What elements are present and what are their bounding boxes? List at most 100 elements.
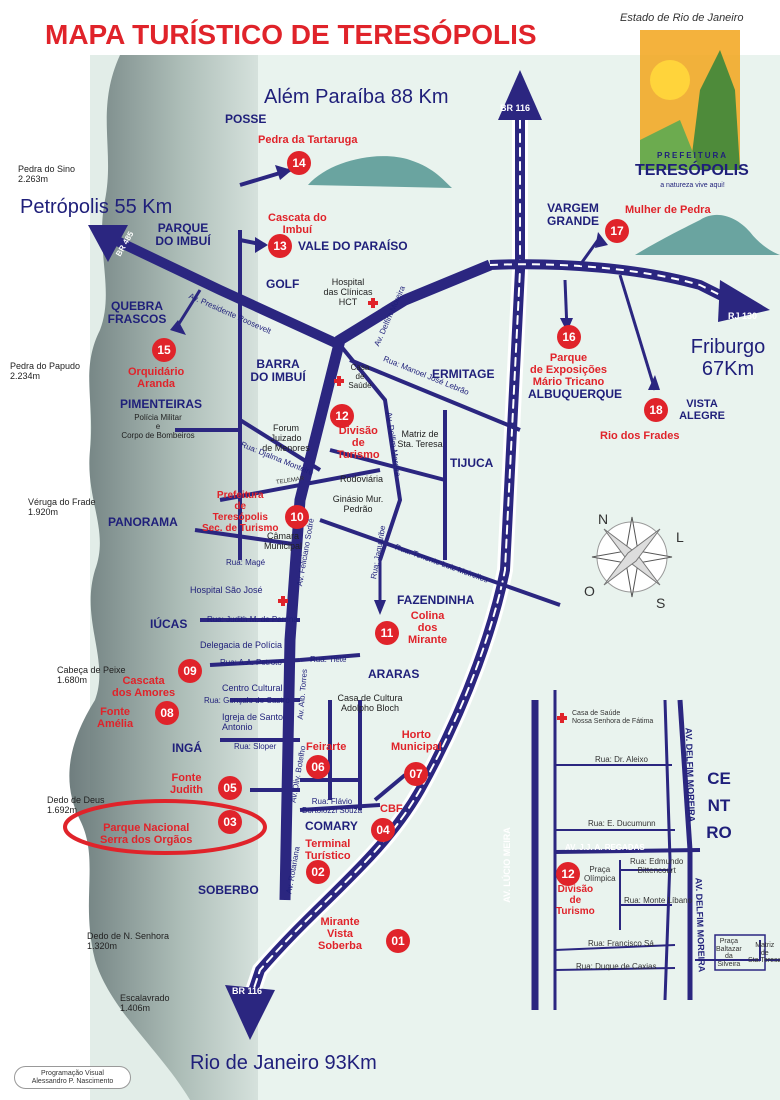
poi-label-06: Feirarte: [306, 741, 347, 753]
poi-marker-03[interactable]: 03: [218, 810, 242, 834]
poi-marker-16[interactable]: 16: [557, 325, 581, 349]
street-sloper: Rua: Sloper: [234, 742, 277, 751]
poi-marker-12[interactable]: 12: [330, 404, 354, 428]
place-hospital-sao-jose: Hospital São José: [190, 585, 263, 595]
street-aa-petroto: Rua: A.A. Petroto: [220, 658, 282, 667]
poi-marker-05[interactable]: 05: [218, 776, 242, 800]
inset-marker-12[interactable]: 12: [556, 862, 580, 886]
place-rodoviaria: Rodoviária: [340, 474, 384, 484]
bairro-ermitage: ERMITAGE: [432, 367, 495, 381]
street-judith-parrina: Rua: Judith M. de Parrina: [207, 615, 298, 624]
poi-marker-15[interactable]: 15: [152, 338, 176, 362]
br116-bottom-label: BR 116: [232, 986, 263, 996]
bairro-albuquerque: ALBUQUERQUE: [528, 387, 623, 401]
place-policia: Polícia Militar e Corpo de Bombeiros: [121, 413, 195, 440]
bairro-vista-alegre: VISTA ALEGRE: [679, 398, 725, 423]
poi-marker-11[interactable]: 11: [375, 621, 399, 645]
poi-label-03: Parque Nacional Serra dos Orgãos: [100, 822, 193, 847]
direction-north: Além Paraíba 88 Km: [264, 86, 449, 108]
place-matriz: Matriz de Sta. Teresa: [397, 429, 443, 449]
street-tiete: Rua: Tietê: [310, 655, 347, 664]
direction-east: Friburgo 67Km: [690, 336, 766, 380]
bairro-golf: GOLF: [266, 277, 300, 291]
inset-rua-francisco-sa: Rua: Francisco Sá: [588, 939, 654, 948]
poi-marker-04[interactable]: 04: [371, 818, 395, 842]
street-goncalo-castro: Rua: Gonçalo de Castro: [204, 696, 290, 705]
credits-badge: Programação Visual Alessandro P. Nascime…: [14, 1066, 131, 1090]
place-igreja: Igreja de Santo Antonio: [222, 712, 284, 732]
inset-rua-e-ducumunn: Rua: E. Ducumunn: [588, 819, 656, 828]
compass-s: S: [656, 595, 666, 611]
poi-label-12: Divisão de Turismo: [337, 425, 380, 462]
inset-casa-saude: Casa de Saúde Nossa Senhora de Fátima: [572, 710, 654, 725]
inset-praca-olimpica: Praça Olímpica: [584, 865, 616, 883]
place-casa-saude: Casa de Saúde: [348, 363, 372, 390]
poi-label-14: Pedra da Tartaruga: [258, 134, 358, 146]
poi-marker-13[interactable]: 13: [268, 234, 292, 258]
inset-av-lucio-meira: AV. LÚCIO MEIRA: [501, 827, 512, 903]
br116-arrow-top: [498, 70, 542, 120]
logo-graphic: [640, 30, 740, 170]
place-delegacia: Delegacia de Polícia: [200, 640, 283, 650]
mountain-range: [69, 55, 258, 1100]
inset-praca-baltazar: Praça Baltazar da Silveira: [716, 938, 742, 969]
poi-marker-01[interactable]: 01: [386, 929, 410, 953]
poi-label-15: Orquidário Aranda: [128, 366, 185, 391]
inset-rua-edmundo: Rua: Edmundo Bittencourt: [630, 857, 684, 875]
parque-nacional-ring: [63, 799, 267, 855]
place-casa-cultura: Casa de Cultura Adolpho Bloch: [337, 693, 403, 713]
direction-south: Rio de Janeiro 93Km: [190, 1052, 377, 1074]
compass-rose: [591, 516, 673, 598]
poi-marker-09[interactable]: 09: [178, 659, 202, 683]
poi-marker-10[interactable]: 10: [285, 505, 309, 529]
poi-marker-18[interactable]: 18: [644, 398, 668, 422]
rj130-label: RJ 130: [728, 311, 758, 321]
bairro-araras: ARARAS: [368, 667, 420, 681]
poi-marker-08[interactable]: 08: [155, 701, 179, 725]
bairro-comary: COMARY: [305, 819, 358, 833]
inset-divisao-turismo: Divisão de Turismo: [556, 884, 595, 917]
rj130-arrow: [718, 280, 770, 322]
poi-marker-06[interactable]: 06: [306, 755, 330, 779]
poi-marker-07[interactable]: 07: [404, 762, 428, 786]
bairro-barra-imbui: BARRA DO IMBUÍ: [250, 357, 306, 385]
hospital-cross-icon: [334, 376, 344, 386]
state-label: Estado de Rio de Janeiro: [620, 12, 744, 24]
poi-marker-14[interactable]: 14: [287, 151, 311, 175]
br116-arrow-bottom: [225, 985, 275, 1040]
logo-prefeitura: PREFEITURA: [656, 151, 729, 160]
br485-arrow: [88, 225, 128, 262]
bairro-pimenteiras: PIMENTEIRAS: [120, 397, 203, 411]
inset-matriz: Matriz de Sta.Teresa: [748, 942, 780, 965]
inset-map: [531, 690, 780, 1010]
bairro-vargem-grande: VARGEM GRANDE: [546, 201, 599, 229]
place-camara: Câmara Municipal: [263, 531, 303, 551]
poi-label-01: Mirante Vista Soberba: [318, 916, 363, 953]
inset-av-delfim-moreira-top: AV. DELFIM MOREIRA: [683, 727, 697, 823]
map-title: MAPA TURÍSTICO DE TERESÓPOLIS: [45, 19, 537, 50]
place-centro-cultural: Centro Cultural: [222, 683, 283, 693]
poi-label-07: Horto Municipal: [391, 729, 442, 754]
inset-rua-monte-libano: Rua: Monte Líbano: [624, 896, 693, 905]
place-ginasio: Ginásio Mur. Pedrão: [332, 494, 384, 514]
poi-marker-17[interactable]: 17: [605, 219, 629, 243]
compass-l: L: [676, 529, 684, 545]
street-mage: Rua: Magé: [226, 558, 266, 567]
inset-rua-duque-caxias: Rua: Duque de Caxias: [576, 962, 657, 971]
poi-label-13: Cascata do Imbuí: [268, 212, 327, 237]
mulher-pedra-hills: [635, 214, 780, 255]
bairro-panorama: PANORAMA: [108, 515, 178, 529]
poi-marker-02[interactable]: 02: [306, 860, 330, 884]
place-hospital-clinicas: Hospital das Clínicas HCT: [323, 277, 373, 307]
inset-av-jj-regadas: AV. J.J. A. REGADAS: [565, 843, 645, 852]
br116-top-label: BR 116: [500, 103, 531, 113]
br116-highway: [242, 112, 528, 1008]
street-flavio-bortolozzi: Rua: Flávio Bortolozzi Souza: [302, 797, 363, 815]
